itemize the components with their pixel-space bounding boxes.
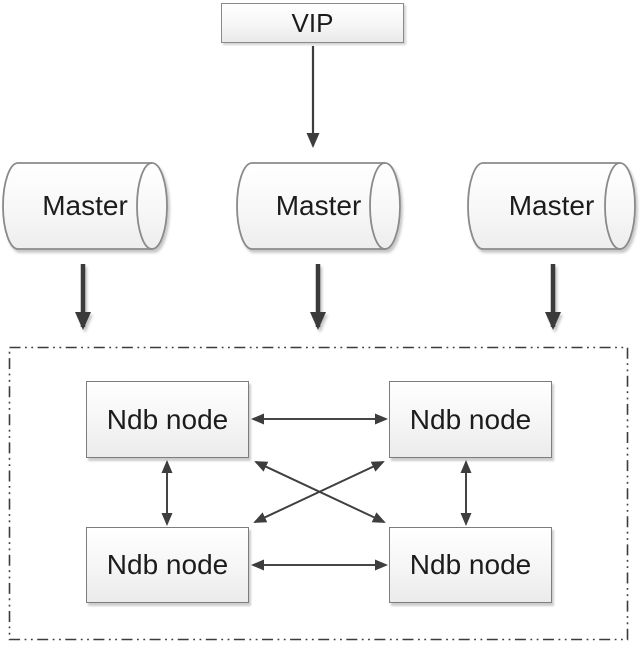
ndb-diagonal-tr-bl-arrow	[253, 461, 385, 523]
ndb-node-label: Ndb node	[106, 403, 229, 435]
ndb-node-box-top-left: Ndb node	[86, 381, 249, 458]
master-cylinder-1	[2, 162, 168, 250]
master-cylinder-2	[236, 162, 401, 250]
ndb-node-label: Ndb node	[409, 549, 532, 580]
vip-label: VIP	[291, 7, 334, 38]
ndb-node-box-bottom-left: Ndb node	[86, 527, 249, 603]
ndb-interconnect-arrows	[161, 413, 472, 571]
ndb-cluster-boundary	[8, 346, 629, 641]
ndb-node-box-top-right: Ndb node	[389, 381, 552, 458]
master-cylinder-3	[467, 162, 636, 250]
ndb-node-box-bottom-right: Ndb node	[389, 527, 552, 603]
ndb-node-label: Ndb node	[106, 549, 229, 580]
ndb-node-label: Ndb node	[409, 403, 532, 435]
vip-box: VIP	[221, 3, 404, 43]
